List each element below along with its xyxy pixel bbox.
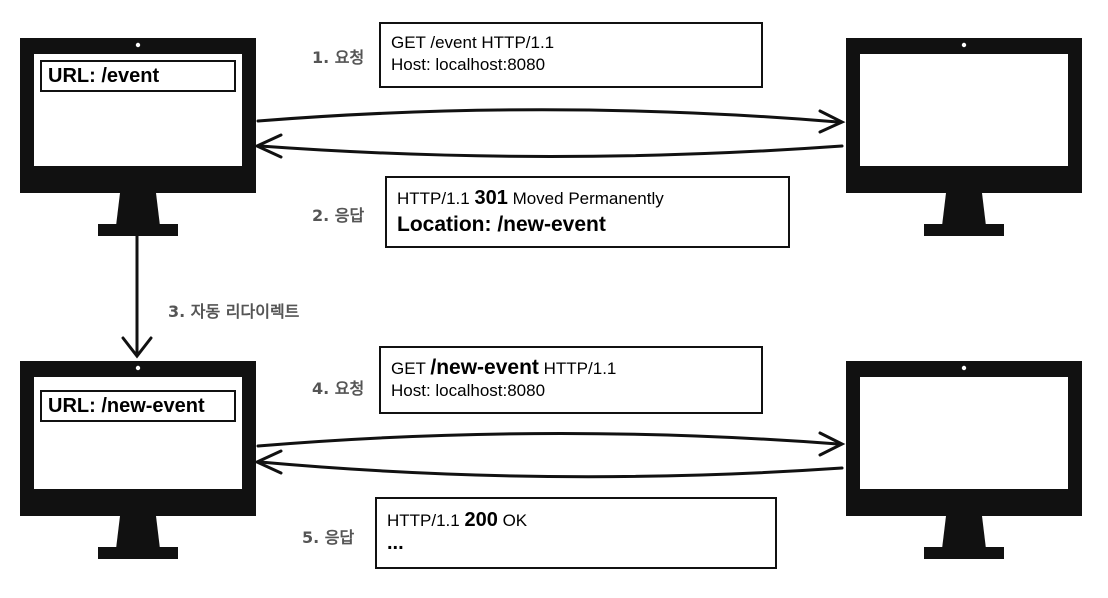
request-arrowhead-4 — [818, 431, 846, 457]
request-2-box: GET /new-event HTTP/1.1 Host: localhost:… — [379, 346, 763, 414]
server-monitor-top — [846, 38, 1082, 236]
response-arrow-5 — [258, 460, 844, 479]
response-1-reason: Moved Permanently — [507, 189, 664, 208]
request-2-method: GET — [391, 359, 431, 378]
redirect-arrowhead — [121, 336, 153, 359]
status-code-301: 301 — [474, 187, 508, 209]
request-2-line-1: GET /new-event HTTP/1.1 — [391, 357, 751, 380]
response-arrow-2 — [258, 144, 844, 158]
url-box-top: URL: /event — [40, 60, 236, 92]
request-2-line-2: Host: localhost:8080 — [391, 381, 546, 400]
response-2-ellipsis: ... — [387, 532, 404, 554]
step-3-label: 3. 자동 리다이렉트 — [168, 302, 300, 321]
response-2-reason: OK — [497, 511, 528, 530]
request-arrow-1 — [256, 108, 840, 124]
step-1-label: 1. 요청 — [312, 48, 365, 67]
request-2-path: /new-event — [430, 356, 539, 379]
request-2-version: HTTP/1.1 — [538, 359, 617, 378]
location-header: Location: /new-event — [397, 213, 606, 236]
request-arrowhead-1 — [818, 109, 846, 134]
url-text-bottom: URL: /new-event — [48, 395, 205, 417]
response-2-box: HTTP/1.1 200 OK ... — [375, 497, 777, 569]
request-1-box: GET /event HTTP/1.1 Host: localhost:8080 — [379, 22, 763, 88]
response-2-line-1: HTTP/1.1 200 OK — [387, 509, 765, 532]
step-4-label: 4. 요청 — [312, 379, 365, 398]
response-arrowhead-5 — [253, 449, 283, 475]
request-1-line-1: GET /event HTTP/1.1 — [391, 33, 555, 52]
request-1-line-2: Host: localhost:8080 — [391, 55, 546, 74]
response-2-prefix: HTTP/1.1 — [387, 511, 465, 530]
request-arrow-4 — [256, 431, 840, 448]
response-1-line-1: HTTP/1.1 301 Moved Permanently — [397, 187, 778, 210]
status-code-200: 200 — [464, 509, 498, 531]
server-monitor-bottom — [846, 361, 1082, 559]
step-5-label: 5. 응답 — [302, 528, 355, 547]
response-1-prefix: HTTP/1.1 — [397, 189, 475, 208]
url-text-top: URL: /event — [48, 65, 160, 87]
url-box-bottom: URL: /new-event — [40, 390, 236, 422]
step-2-label: 2. 응답 — [312, 206, 365, 225]
response-1-box: HTTP/1.1 301 Moved Permanently Location:… — [385, 176, 790, 248]
response-arrowhead-2 — [253, 133, 283, 159]
